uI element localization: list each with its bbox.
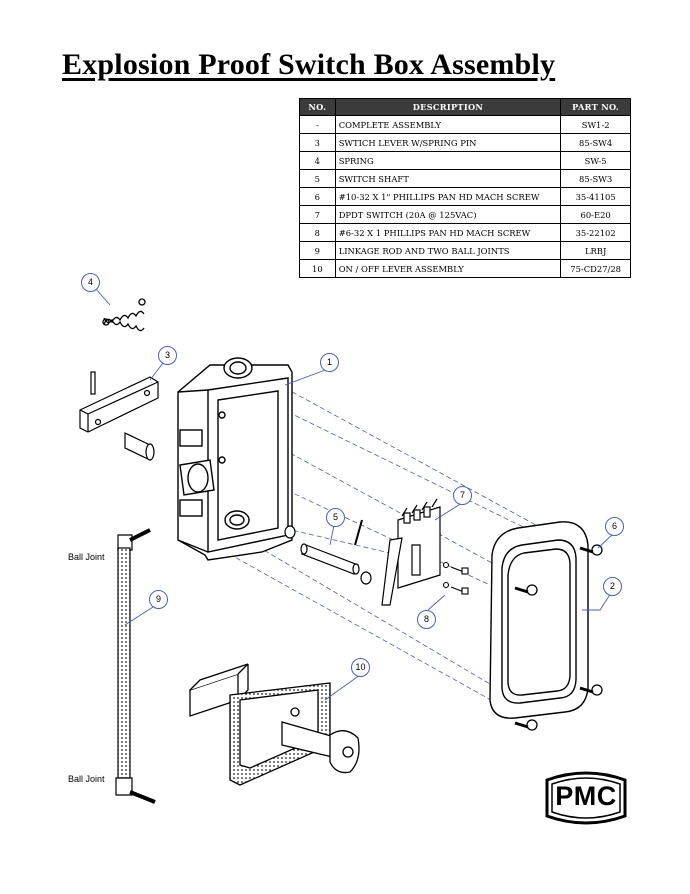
switch-box-body (177, 357, 293, 561)
callout-6: 6 (605, 517, 624, 536)
callout-8: 8 (417, 610, 436, 629)
large-screws-part (514, 544, 603, 731)
callout-5: 5 (326, 508, 345, 527)
callout-3: 3 (158, 346, 177, 365)
cover-part (489, 521, 589, 719)
ball-joint-top-label: Ball Joint (68, 552, 105, 562)
small-screws-part (442, 561, 469, 595)
switch-shaft-part (284, 519, 372, 585)
col-header-description: DESCRIPTION (334, 98, 562, 116)
cell-description: ON / OFF LEVER ASSEMBLY (334, 259, 562, 278)
col-header-part-no: PART NO. (560, 98, 631, 116)
spring-part (102, 298, 146, 332)
pmc-logo (545, 771, 627, 825)
callout-10: 10 (351, 658, 370, 677)
cell-part-no: 75-CD27/28 (560, 259, 631, 278)
on-off-lever-part (189, 663, 360, 786)
callout-7: 7 (453, 486, 472, 505)
callout-9: 9 (149, 590, 168, 609)
callout-2: 2 (603, 577, 622, 596)
callout-leaders (95, 288, 614, 701)
table-header-row: NO. DESCRIPTION PART NO. (299, 98, 631, 116)
switch-lever-part (79, 371, 159, 461)
ball-joint-bottom-label: Ball Joint (68, 774, 105, 784)
page-title: Explosion Proof Switch Box Assembly (62, 48, 556, 81)
callout-4: 4 (81, 273, 100, 292)
pmc-logo-text: PMC (555, 781, 617, 811)
callout-1: 1 (320, 353, 339, 372)
parts-table: NO. DESCRIPTION PART NO. -COMPLETE ASSEM… (299, 98, 631, 278)
linkage-rod-part (115, 528, 156, 804)
dpdt-switch-part (381, 498, 441, 606)
cell-no: 10 (299, 259, 336, 278)
